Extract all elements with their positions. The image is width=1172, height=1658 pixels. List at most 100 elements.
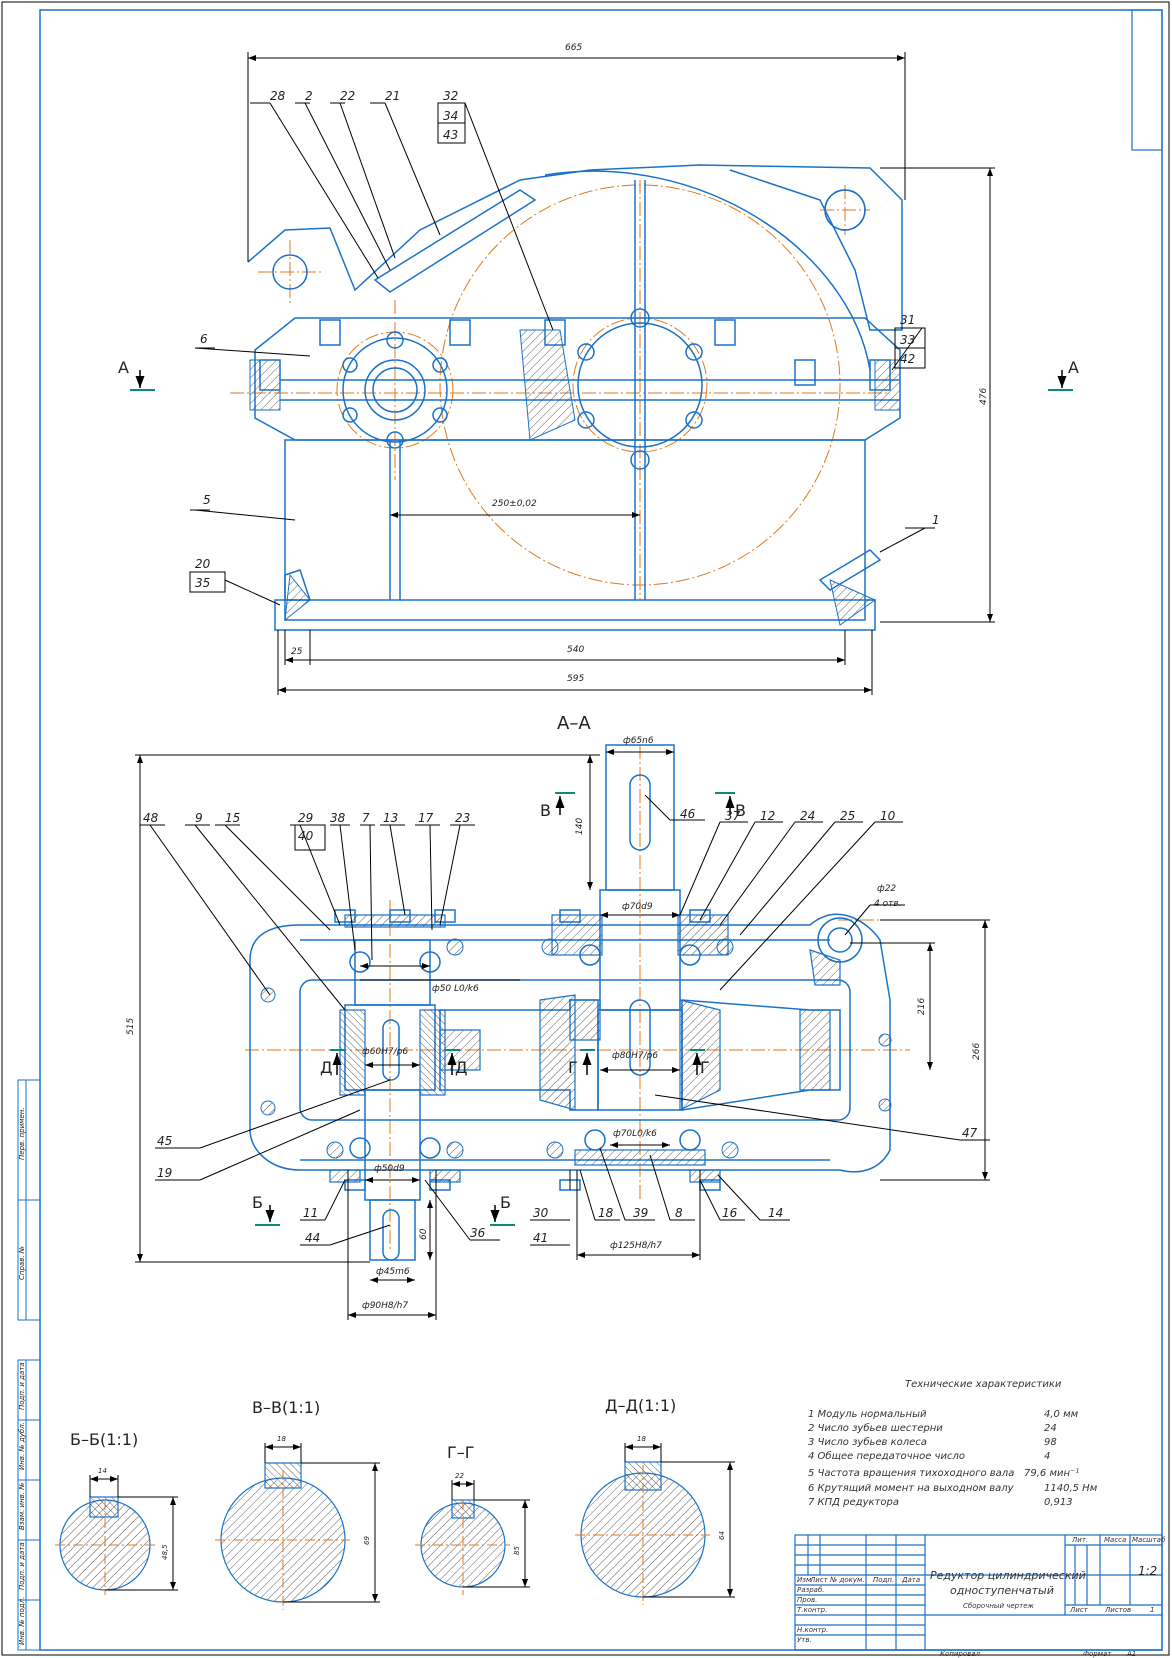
corner-stamp-box — [1131, 9, 1163, 151]
callout-25: 25 — [840, 809, 856, 823]
section-dd-depth: 64 — [718, 1531, 726, 1540]
dim-overall: 515 — [126, 1017, 136, 1035]
section-mark-d-left: Д — [320, 1058, 333, 1077]
tb-row-tcontrol: Т.контр. — [797, 1606, 828, 1614]
callout-8: 8 — [675, 1206, 683, 1220]
callout-17: 17 — [418, 811, 434, 825]
dim-input-shaft: ф50d9 — [374, 1164, 405, 1174]
drawing-subtitle: Сборочный чертеж — [963, 1602, 1034, 1610]
section-bb-key-width: 14 — [98, 1467, 107, 1475]
dim-216: 216 — [917, 997, 927, 1015]
callout-19: 19 — [157, 1166, 173, 1180]
callout-28: 28 — [270, 89, 286, 103]
dim-height: 476 — [979, 387, 989, 405]
spec-label-7: 7 КПД редуктора — [808, 1497, 899, 1508]
inner-frame — [39, 9, 1163, 1651]
dim-gear-fit-small: ф60H7/p6 — [362, 1047, 409, 1057]
callout-32: 32 — [443, 89, 459, 103]
spec-value-3: 98 — [1044, 1437, 1057, 1448]
side-stamp — [17, 1079, 41, 1651]
dim-266: 266 — [972, 1042, 982, 1060]
section-gg-depth: 85 — [513, 1546, 521, 1555]
section-dd-title: Д–Д(1:1) — [605, 1396, 677, 1415]
tb-sheets-value: 1 — [1150, 1606, 1155, 1614]
dim-base-overall: 595 — [567, 674, 585, 684]
tb-col-sign: Подп. — [873, 1576, 895, 1584]
tb-copied: Копировал — [940, 1650, 980, 1658]
spec-value-7: 0,913 — [1044, 1497, 1073, 1508]
callout-12: 12 — [760, 809, 776, 823]
callout-37: 37 — [725, 809, 741, 823]
callout-36: 36 — [470, 1226, 486, 1240]
dim-hole-count: 4 отв. — [874, 899, 902, 909]
section-mark-v-right: В — [735, 801, 746, 820]
callout-7: 7 — [362, 811, 370, 825]
shaft-sections — [55, 1443, 735, 1610]
specs-title: Технические характеристики — [905, 1379, 1062, 1390]
tb-scale-value: 1:2 — [1138, 1564, 1158, 1578]
callout-2: 2 — [305, 89, 313, 103]
spec-label-1: 1 Модуль нормальный — [808, 1409, 927, 1420]
stamp-orig-inv: Инв. № подл. — [18, 1596, 26, 1645]
callout-48: 48 — [143, 811, 159, 825]
stamp-dup-inv: Инв. № дубл. — [18, 1422, 26, 1470]
callout-42: 42 — [900, 352, 916, 366]
dim-overall-width: 665 — [565, 43, 583, 53]
spec-label-4: 4 Общее передаточное число — [808, 1451, 965, 1462]
stamp-sign-date-1: Подп. и дата — [18, 1362, 26, 1410]
dim-bearing-big: ф70L0/k6 — [613, 1129, 657, 1139]
callout-23: 23 — [455, 811, 471, 825]
spec-label-2: 2 Число зубьев шестерни — [808, 1423, 943, 1434]
section-gg-title: Г–Г — [447, 1443, 475, 1462]
callout-30: 30 — [533, 1206, 549, 1220]
callout-24: 24 — [800, 809, 816, 823]
tb-col-date: Дата — [902, 1576, 921, 1584]
section-mark-d-right: Д — [455, 1058, 468, 1077]
section-aa-title: А–А — [557, 713, 591, 734]
dim-gear-fit-big: ф80H7/p6 — [612, 1051, 659, 1061]
dim-small-bore: ф50 L0/k6 — [432, 984, 479, 994]
section-mark-a-right: А — [1068, 358, 1079, 377]
section-mark-b-left: Б — [252, 1193, 263, 1212]
callout-10: 10 — [880, 809, 896, 823]
spec-value-1: 4,0 мм — [1044, 1409, 1079, 1420]
tb-format-value: A1 — [1127, 1650, 1137, 1658]
drawing-title-line1: Редуктор цилиндрический — [930, 1569, 1086, 1582]
callout-15: 15 — [225, 811, 241, 825]
callout-38: 38 — [330, 811, 346, 825]
callout-6: 6 — [200, 332, 208, 346]
spec-value-4: 4 — [1044, 1451, 1051, 1462]
callout-5: 5 — [203, 493, 211, 507]
callout-20: 20 — [195, 557, 211, 571]
section-gg-key-width: 22 — [455, 1472, 464, 1480]
spec-value-2: 24 — [1044, 1423, 1057, 1434]
tb-sheet: Лист — [1070, 1606, 1088, 1614]
stamp-replace-inv: Взам. инв. № — [18, 1482, 26, 1530]
callout-14: 14 — [768, 1206, 784, 1220]
drawing-title-line2: одноступенчатый — [950, 1584, 1054, 1597]
dim-hole: ф22 — [877, 884, 897, 894]
section-dd-key-width: 18 — [637, 1435, 646, 1443]
tb-col-izm: Изм — [797, 1576, 812, 1584]
tb-format: Формат — [1083, 1650, 1112, 1658]
callout-45: 45 — [157, 1134, 173, 1148]
spec-label-3: 3 Число зубьев колеса — [808, 1437, 927, 1448]
callout-35: 35 — [195, 576, 211, 590]
section-bb-depth: 48,5 — [161, 1544, 169, 1560]
tb-col-list: Лист — [810, 1576, 828, 1584]
dim-shaft-len: 140 — [575, 817, 585, 835]
section-aa-view — [135, 744, 990, 1320]
spec-label-5: 5 Частота вращения тихоходного вала — [808, 1468, 1015, 1479]
callout-31: 31 — [900, 313, 916, 327]
callout-41: 41 — [533, 1231, 549, 1245]
callout-39: 39 — [633, 1206, 649, 1220]
tb-col-doc: № докум. — [830, 1576, 865, 1584]
spec-label-6: 6 Крутящий момент на выходном валу — [808, 1483, 1014, 1494]
callout-29: 29 — [298, 811, 314, 825]
callout-11: 11 — [303, 1206, 319, 1220]
tb-row-ncontrol: Н.контр. — [797, 1626, 829, 1634]
section-vv-depth: 69 — [363, 1536, 371, 1545]
top-view — [130, 52, 1073, 695]
